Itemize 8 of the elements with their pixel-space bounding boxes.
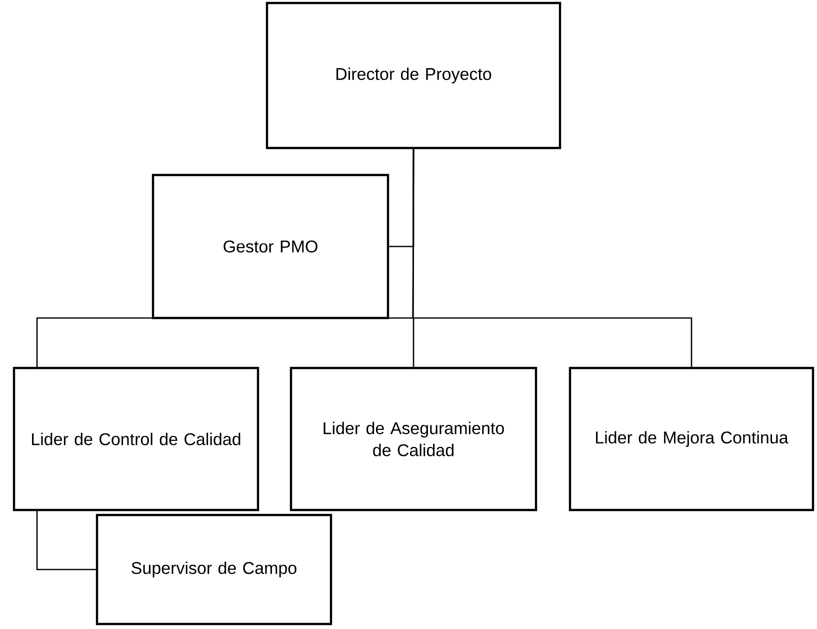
connector-line [36,510,96,570]
org-box: Director de Proyecto [266,2,562,150]
connector-line [412,149,692,368]
org-box: Lider de Aseguramiento de Calidad [290,366,538,512]
org-box: Lider de Mejora Continua [568,366,814,512]
org-box: Lider de Control de Calidad [12,366,260,512]
org-box: Supervisor de Campo [96,514,332,626]
org-box: Gestor PMO [152,174,390,320]
